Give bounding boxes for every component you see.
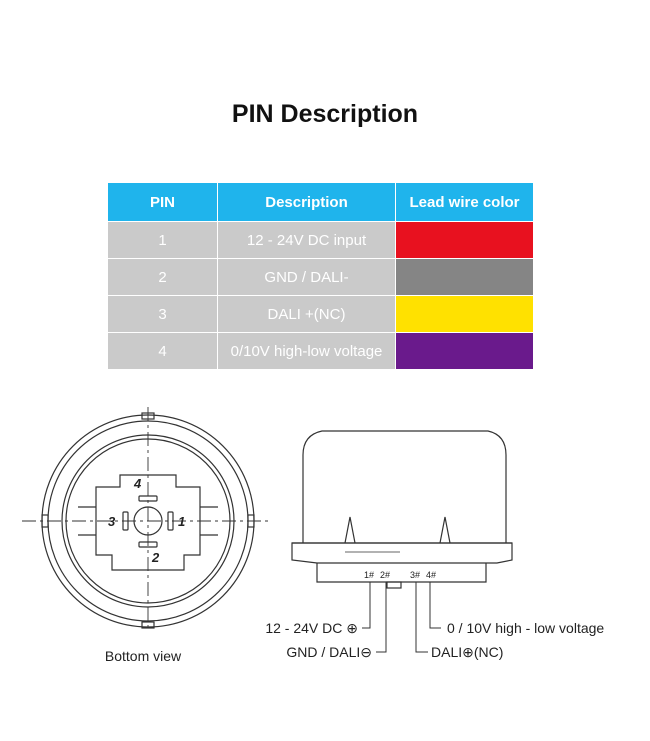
pin-slot-4 bbox=[138, 495, 158, 502]
connector-diagrams: 4 3 1 2 Bottom view 1# 2# 3# 4# 12 - 24V… bbox=[22, 407, 604, 664]
bottom-view-drawing bbox=[22, 407, 270, 630]
middle-ring-inner bbox=[65, 438, 231, 604]
pin-description: DALI +(NC) bbox=[217, 295, 396, 333]
connector-base bbox=[316, 563, 487, 583]
wire-leaders bbox=[362, 582, 441, 653]
table-row: 2 GND / DALI- bbox=[107, 258, 534, 296]
pin-label-2: 2 bbox=[151, 550, 160, 565]
pin-description: 12 - 24V DC input bbox=[217, 221, 396, 259]
pin-table: PIN Description Lead wire color 1 12 - 2… bbox=[107, 182, 534, 370]
middle-ring bbox=[61, 434, 235, 608]
pin-number: 3 bbox=[107, 295, 218, 333]
bottom-view-pin-labels: 4 3 1 2 bbox=[108, 476, 185, 565]
pin-slot-3 bbox=[122, 511, 129, 531]
side-view-drawing bbox=[291, 430, 513, 589]
pin-slot-2 bbox=[138, 541, 158, 548]
leader-pin-2 bbox=[376, 582, 387, 653]
plate-tabs bbox=[78, 506, 218, 536]
table-row: 3 DALI +(NC) bbox=[107, 295, 534, 333]
pin-label-4: 4 bbox=[133, 476, 142, 491]
wire-color-swatch-yellow bbox=[396, 296, 533, 332]
callout-dc-input: 12 - 24V DC ⊕ bbox=[265, 620, 358, 636]
pin-description: GND / DALI- bbox=[217, 258, 396, 296]
pin-number: 4 bbox=[107, 332, 218, 370]
callout-dali-plus: DALI⊕(NC) bbox=[431, 644, 503, 660]
leader-pin-1 bbox=[362, 582, 371, 629]
left-clip bbox=[344, 516, 356, 544]
right-notch bbox=[247, 514, 255, 528]
leader-pin-3 bbox=[415, 582, 428, 653]
wire-color-cell bbox=[395, 295, 534, 333]
wire-color-swatch-gray bbox=[396, 259, 533, 295]
bottom-view-caption: Bottom view bbox=[105, 648, 182, 664]
pin-label-1: 1 bbox=[178, 514, 185, 529]
leader-pin-4 bbox=[429, 582, 441, 629]
side-view-pin-marks: 1# 2# 3# 4# bbox=[364, 570, 436, 580]
top-notch bbox=[141, 412, 155, 420]
pin-slot-1 bbox=[167, 511, 174, 531]
wire-color-cell bbox=[395, 221, 534, 259]
pin-description: 0/10V high-low voltage bbox=[217, 332, 396, 370]
table-header-row: PIN Description Lead wire color bbox=[107, 182, 534, 222]
table-row: 4 0/10V high-low voltage bbox=[107, 332, 534, 370]
pin-mark-1: 1# bbox=[364, 570, 374, 580]
pin-number: 2 bbox=[107, 258, 218, 296]
right-clip bbox=[439, 516, 451, 544]
left-notch bbox=[41, 514, 49, 528]
header-lead-wire-color: Lead wire color bbox=[395, 182, 534, 222]
callout-0-10v: 0 / 10V high - low voltage bbox=[447, 620, 604, 636]
side-view-callouts: 12 - 24V DC ⊕ GND / DALI⊖ DALI⊕(NC) 0 / … bbox=[265, 620, 604, 660]
wire-color-swatch-purple bbox=[396, 333, 533, 369]
housing-dome bbox=[302, 430, 507, 543]
bottom-notch bbox=[141, 621, 155, 629]
header-description: Description bbox=[217, 182, 396, 222]
callout-gnd-dali: GND / DALI⊖ bbox=[286, 644, 372, 660]
header-pin: PIN bbox=[107, 182, 218, 222]
table-row: 1 12 - 24V DC input bbox=[107, 221, 534, 259]
center-hub bbox=[133, 506, 163, 536]
pin-mark-4: 4# bbox=[426, 570, 436, 580]
inner-plate bbox=[95, 474, 201, 571]
wire-color-cell bbox=[395, 332, 534, 370]
pin-number: 1 bbox=[107, 221, 218, 259]
wire-color-cell bbox=[395, 258, 534, 296]
wire-color-swatch-red bbox=[396, 222, 533, 258]
housing-flange bbox=[291, 542, 513, 564]
page-title: PIN Description bbox=[231, 100, 419, 128]
connector-key bbox=[386, 581, 402, 589]
pin-label-3: 3 bbox=[108, 514, 116, 529]
pin-mark-2: 2# bbox=[380, 570, 390, 580]
pin-mark-3: 3# bbox=[410, 570, 420, 580]
